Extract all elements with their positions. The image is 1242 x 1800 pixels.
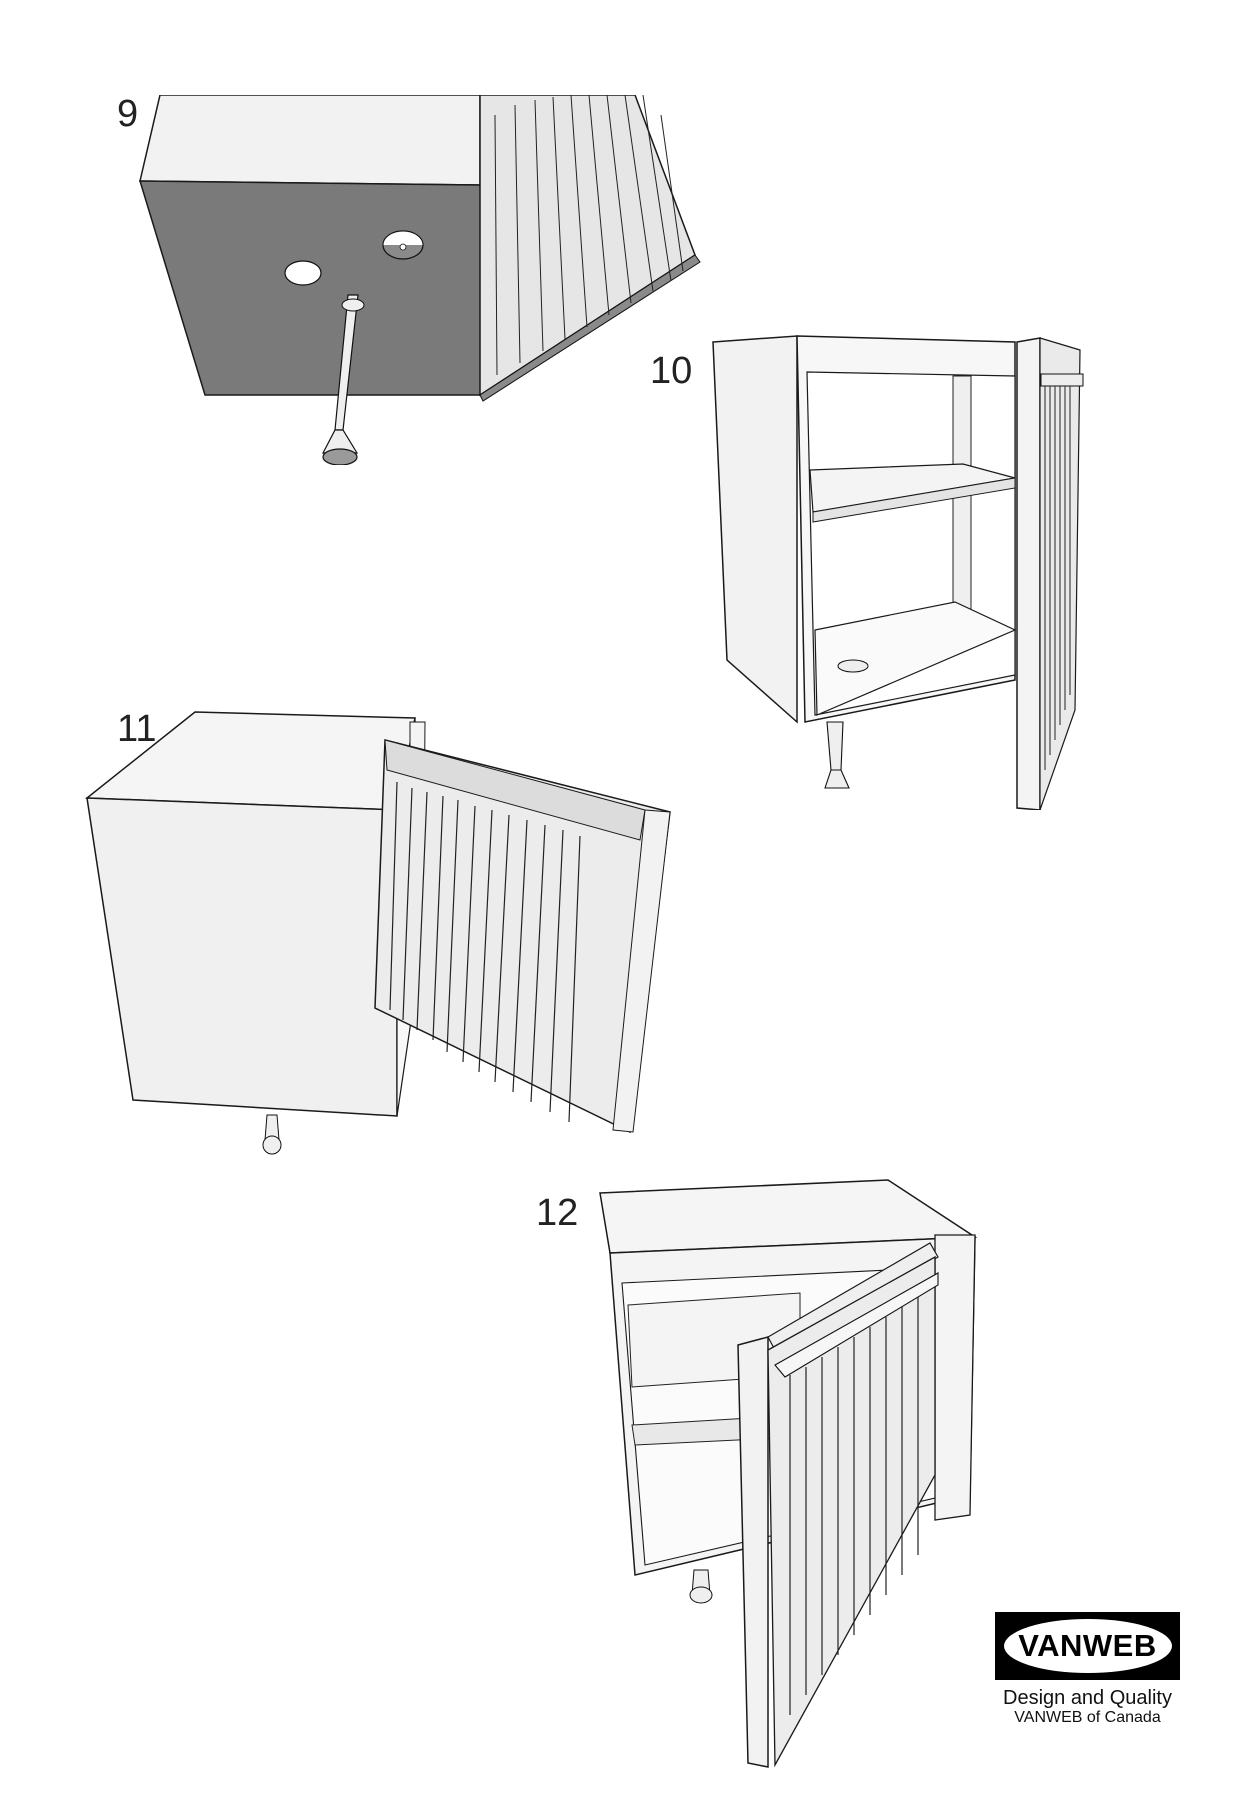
step-10-illustration bbox=[705, 330, 1105, 810]
step-12-illustration bbox=[590, 1175, 990, 1770]
logo-badge: VANWEB bbox=[995, 1612, 1180, 1680]
step-number-12: 12 bbox=[536, 1192, 579, 1234]
step-number-10: 10 bbox=[650, 350, 693, 392]
brand-tagline: Design and Quality bbox=[1003, 1687, 1172, 1709]
vanweb-logo: VANWEB Design and Quality VANWEB of Cana… bbox=[995, 1612, 1180, 1727]
step-number-11: 11 bbox=[117, 708, 157, 750]
step-9-illustration bbox=[135, 95, 785, 465]
step-number-9: 9 bbox=[117, 93, 139, 135]
logo-oval: VANWEB bbox=[1003, 1619, 1172, 1673]
step-11-illustration bbox=[85, 710, 685, 1180]
logo-wordmark: VANWEB bbox=[1018, 1628, 1157, 1663]
brand-subtitle: VANWEB of Canada bbox=[1014, 1709, 1161, 1726]
